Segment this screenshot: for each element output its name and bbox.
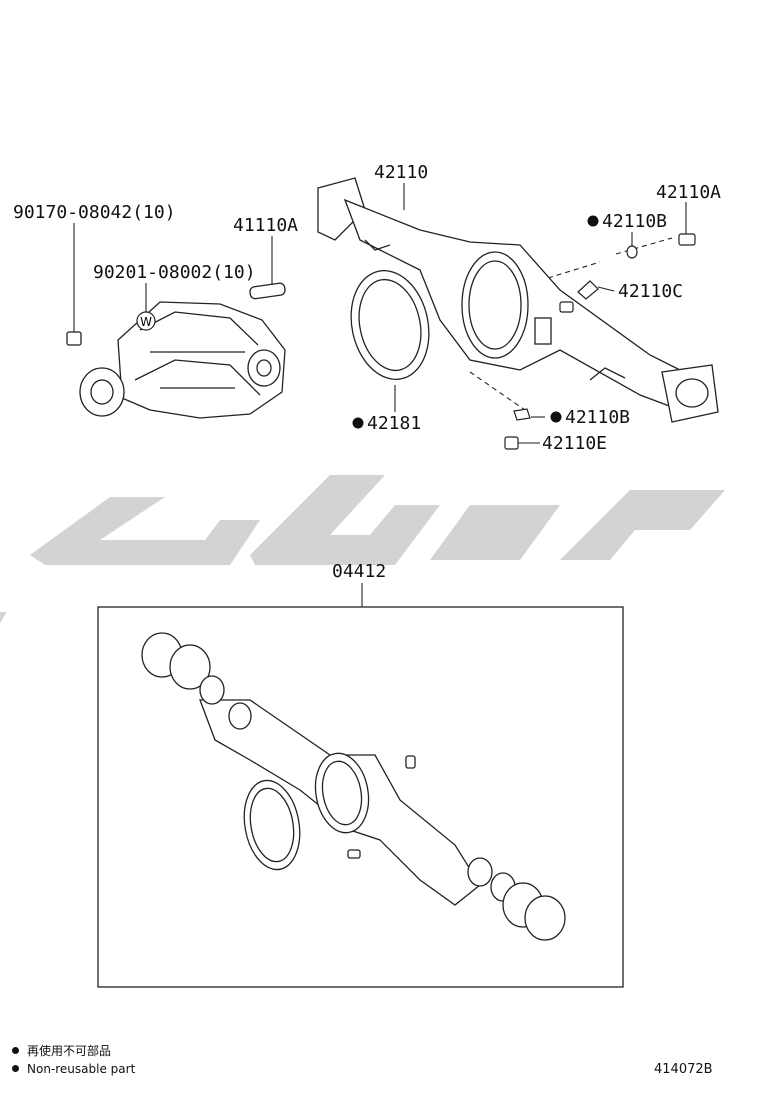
gasket-kit bbox=[141, 632, 566, 941]
non-reusable-marker-42110b-upper bbox=[587, 215, 599, 227]
callout-04412: 04412 bbox=[332, 561, 386, 582]
non-reusable-bullet-icon bbox=[12, 1047, 19, 1054]
legend-line-japanese: 再使用不可部品 bbox=[12, 1043, 111, 1059]
non-reusable-marker-42181 bbox=[352, 417, 364, 429]
watermark: تویوتی bbox=[0, 475, 725, 634]
non-reusable-bullet-icon bbox=[12, 1065, 19, 1072]
gasket-kit-box bbox=[97, 606, 624, 988]
diagram-number: 414072B bbox=[654, 1062, 713, 1077]
callout-42110e: 42110E bbox=[542, 433, 607, 454]
callout-42110b-upper: 42110B bbox=[602, 211, 667, 232]
callout-42110c: 42110C bbox=[618, 281, 683, 302]
legend-text-japanese: 再使用不可部品 bbox=[27, 1044, 112, 1058]
washer-mark: W bbox=[136, 311, 156, 331]
callout-90201-08002: 90201-08002(10) bbox=[93, 262, 256, 283]
callout-90170-08042: 90170-08042(10) bbox=[13, 202, 176, 223]
non-reusable-marker-42110b-lower bbox=[550, 411, 562, 423]
callout-42110: 42110 bbox=[374, 162, 428, 183]
legend-text-english: Non-reusable part bbox=[27, 1062, 136, 1076]
callout-42181: 42181 bbox=[367, 413, 421, 434]
callout-42110b-lower: 42110B bbox=[565, 407, 630, 428]
leader-lines bbox=[73, 183, 687, 607]
watermark-shape bbox=[30, 475, 725, 565]
small-parts bbox=[504, 233, 696, 450]
legend-line-english: Non-reusable part bbox=[12, 1061, 135, 1077]
watermark-text: تویوتی bbox=[380, 582, 407, 593]
differential-carrier bbox=[66, 282, 286, 419]
callout-41110a: 41110A bbox=[233, 215, 298, 236]
axle-housing bbox=[317, 177, 719, 423]
washer-mark-text: W bbox=[140, 315, 152, 329]
gasket-42181 bbox=[350, 269, 430, 381]
callout-42110a: 42110A bbox=[656, 182, 721, 203]
